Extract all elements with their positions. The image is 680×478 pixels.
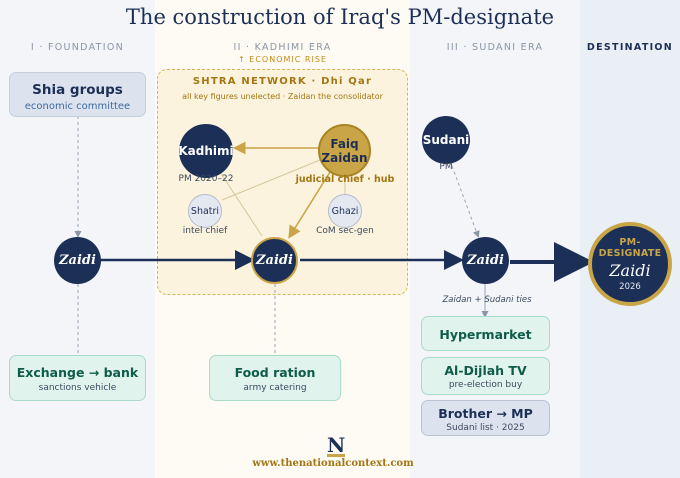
- food-ration-box: Food ration army catering: [209, 355, 341, 401]
- shatri-node-label: Shatri: [190, 205, 220, 217]
- zaidi-node-label: Zaidi: [467, 253, 504, 268]
- footer-url[interactable]: www.thenationalcontext.com: [252, 458, 414, 469]
- exchange-bank-sub: sanctions vehicle: [38, 383, 117, 393]
- kadhimi-node-label: Kadhimi: [178, 144, 234, 158]
- kadhimi-node: Kadhimi: [178, 124, 234, 178]
- link-zaidan-to-zaidi: [288, 171, 331, 239]
- link-zaidan-to-shatri: [221, 159, 321, 201]
- ties-caption: Zaidan + Sudani ties: [442, 295, 532, 305]
- zaidan-node: Faiq Zaidan: [318, 124, 371, 177]
- logo-underline: [327, 454, 345, 457]
- dijlah-tv-title: Al-Dijlah TV: [444, 363, 527, 378]
- food-ration-sub: army catering: [243, 383, 307, 393]
- zaidan-node-label: Faiq Zaidan: [321, 136, 368, 165]
- shia-groups-title: Shia groups: [32, 82, 123, 98]
- sudani-node-label: Sudani: [422, 133, 470, 147]
- era-label-destination: DESTINATION: [586, 42, 674, 53]
- link-sudani-to-zaidi: [451, 165, 480, 238]
- shatri-caption: intel chief: [182, 226, 228, 236]
- exchange-bank-title: Exchange → bank: [16, 365, 139, 380]
- dijlah-tv-sub: pre-election buy: [448, 380, 523, 390]
- brother-mp-sub: Sudani list · 2025: [446, 423, 525, 433]
- hypermarket-box: Hypermarket: [421, 316, 550, 351]
- logo-n: N: [327, 433, 346, 457]
- network-title: SHTRA NETWORK · Dhi Qar: [192, 76, 373, 87]
- hypermarket-title: Hypermarket: [439, 327, 532, 342]
- page-title: The construction of Iraq's PM-designate: [125, 5, 555, 29]
- sudani-caption: PM: [439, 162, 453, 172]
- dijlah-tv-box: Al-Dijlah TV pre-election buy: [421, 357, 550, 395]
- era-label-sudani: III · SUDANI ERA: [446, 42, 544, 53]
- exchange-bank-box: Exchange → bank sanctions vehicle: [9, 355, 146, 401]
- shia-groups-box: Shia groups economic committee: [9, 72, 146, 117]
- pm-designate-node: PM-DESIGNATE Zaidi 2026: [588, 222, 672, 306]
- ghazi-caption: CoM sec-gen: [316, 226, 374, 236]
- pm-designate-name: Zaidi: [609, 260, 651, 280]
- zaidi-node-foundation: Zaidi: [54, 237, 101, 284]
- shatri-node: Shatri: [188, 194, 222, 228]
- kadhimi-caption: PM 2020–22: [178, 174, 234, 184]
- brother-mp-box: Brother → MP Sudani list · 2025: [421, 400, 550, 436]
- sudani-node: Sudani: [422, 116, 470, 164]
- link-kadhimi-to-zaidi: [219, 171, 263, 237]
- era-label-kadhimi: II · KADHIMI ERA: [233, 42, 332, 53]
- zaidi-node-label: Zaidi: [59, 253, 96, 268]
- ghazi-node-label: Ghazi: [331, 205, 359, 217]
- ghazi-node: Ghazi: [328, 194, 362, 228]
- zaidi-node-sudani: Zaidi: [462, 237, 509, 284]
- food-ration-title: Food ration: [234, 365, 316, 380]
- brother-mp-title: Brother → MP: [438, 406, 533, 421]
- pm-designate-top: PM-DESIGNATE: [598, 236, 662, 259]
- pm-designate-year: 2026: [619, 281, 641, 292]
- shia-groups-sub: economic committee: [24, 101, 131, 112]
- zaidi-node-kadhimi: Zaidi: [251, 237, 298, 284]
- era-label-foundation: I · FOUNDATION: [30, 42, 125, 53]
- zaidi-node-label: Zaidi: [256, 253, 293, 268]
- era-sublabel-economic-rise: ↑ ECONOMIC RISE: [238, 55, 327, 64]
- zaidan-caption: judicial chief · hub: [295, 174, 395, 185]
- network-subtitle: all key figures unelected · Zaidan the c…: [182, 92, 383, 101]
